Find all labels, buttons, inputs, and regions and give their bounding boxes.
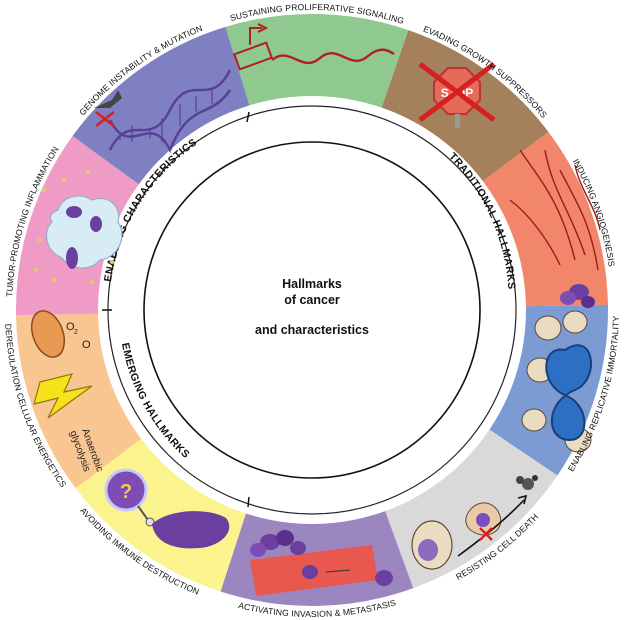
svg-text:O: O [82, 339, 91, 351]
center-title-line1: Hallmarks [282, 277, 342, 291]
svg-text:?: ? [120, 481, 132, 503]
center-title-line2: of cancer [284, 293, 340, 307]
center-title-line3: and characteristics [255, 323, 369, 337]
svg-text:2: 2 [74, 329, 78, 336]
center-circle [144, 142, 480, 478]
ring-divider-bottom [248, 497, 249, 507]
